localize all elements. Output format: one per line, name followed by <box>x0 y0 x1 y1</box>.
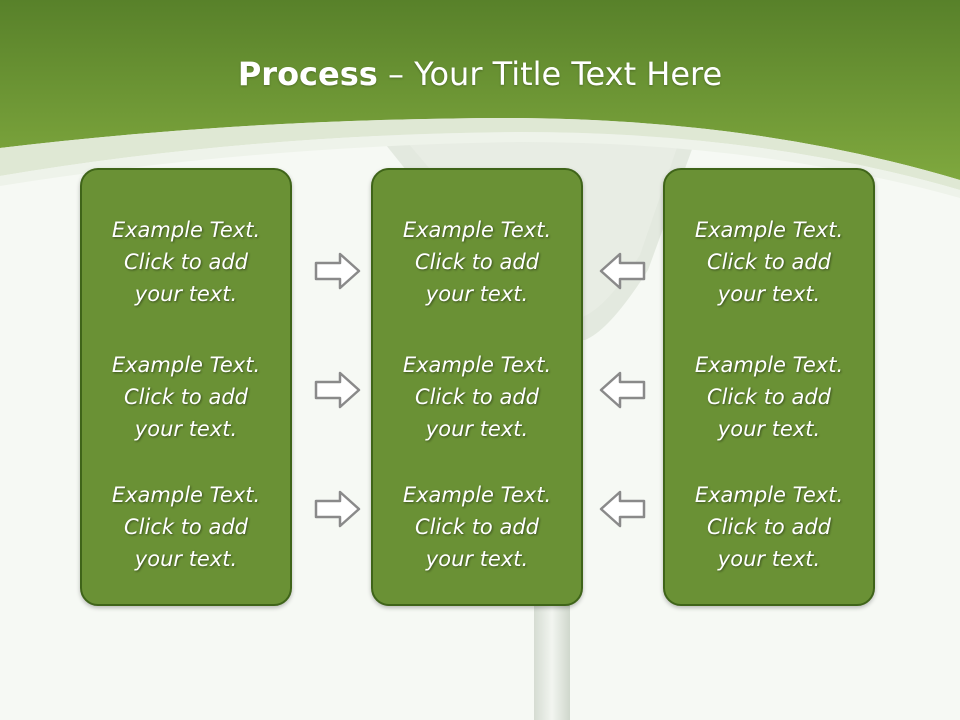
text-line: Example Text. <box>111 218 261 242</box>
text-line: Example Text. <box>694 353 844 377</box>
text-line: Example Text. <box>694 483 844 507</box>
slide-title-rest: – Your Title Text Here <box>377 55 723 93</box>
right-text-panel[interactable]: Example Text. Click to add your text. Ex… <box>663 168 875 606</box>
text-line: your text. <box>717 282 821 306</box>
arrow-left-icon <box>599 252 646 290</box>
left-text-panel[interactable]: Example Text. Click to add your text. Ex… <box>80 168 292 606</box>
text-line: your text. <box>425 547 529 571</box>
text-line: Click to add <box>123 385 248 409</box>
text-line: Click to add <box>123 250 248 274</box>
text-line: your text. <box>425 417 529 441</box>
text-line: your text. <box>134 547 238 571</box>
text-placeholder[interactable]: Example Text. Click to add your text. <box>373 349 581 445</box>
arrow-right-icon <box>314 252 361 290</box>
text-placeholder[interactable]: Example Text. Click to add your text. <box>373 214 581 310</box>
text-placeholder[interactable]: Example Text. Click to add your text. <box>665 214 873 310</box>
slide-title-bold: Process <box>237 55 378 93</box>
text-line: Click to add <box>706 515 831 539</box>
arrow-right-icon <box>314 371 361 409</box>
arrow-left-icon <box>599 490 646 528</box>
arrow-right-icon <box>314 490 361 528</box>
text-line: your text. <box>425 282 529 306</box>
text-line: Click to add <box>706 385 831 409</box>
text-line: Example Text. <box>111 483 261 507</box>
text-line: Example Text. <box>694 218 844 242</box>
text-placeholder[interactable]: Example Text. Click to add your text. <box>665 479 873 575</box>
center-text-panel[interactable]: Example Text. Click to add your text. Ex… <box>371 168 583 606</box>
text-line: Click to add <box>414 250 539 274</box>
slide-title[interactable]: Process – Your Title Text Here <box>0 52 960 96</box>
text-line: your text. <box>134 282 238 306</box>
text-line: your text. <box>717 547 821 571</box>
text-line: Click to add <box>414 385 539 409</box>
text-line: your text. <box>134 417 238 441</box>
text-line: Example Text. <box>402 353 552 377</box>
text-line: your text. <box>717 417 821 441</box>
text-line: Example Text. <box>402 218 552 242</box>
text-placeholder[interactable]: Example Text. Click to add your text. <box>82 479 290 575</box>
text-placeholder[interactable]: Example Text. Click to add your text. <box>82 214 290 310</box>
text-placeholder[interactable]: Example Text. Click to add your text. <box>82 349 290 445</box>
text-line: Click to add <box>123 515 248 539</box>
text-line: Click to add <box>706 250 831 274</box>
text-placeholder[interactable]: Example Text. Click to add your text. <box>373 479 581 575</box>
text-placeholder[interactable]: Example Text. Click to add your text. <box>665 349 873 445</box>
text-line: Click to add <box>414 515 539 539</box>
text-line: Example Text. <box>111 353 261 377</box>
arrow-left-icon <box>599 371 646 409</box>
text-line: Example Text. <box>402 483 552 507</box>
